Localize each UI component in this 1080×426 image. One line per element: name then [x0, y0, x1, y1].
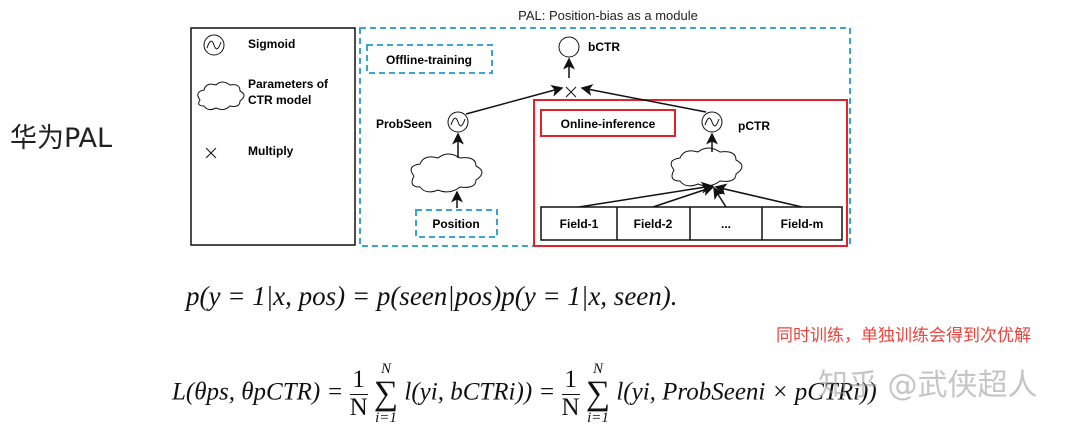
bctr-node [558, 36, 580, 58]
watermark: 知乎 @武侠超人 [818, 368, 1038, 403]
position-box [415, 209, 498, 238]
fields-row [540, 206, 843, 241]
field-1: Field-1 [560, 217, 599, 231]
side-label: 华为PAL [10, 123, 113, 154]
online-inference-label: Online-inference [561, 117, 656, 131]
online-region-box [533, 99, 848, 247]
annotation-note: 同时训练，单独训练会得到次优解 [776, 326, 1031, 346]
probseen-label: ProbSeen [376, 117, 432, 131]
field-ellipsis: ... [721, 217, 731, 231]
offline-training-box [366, 44, 493, 74]
sigmoid-icon [203, 34, 225, 56]
equation-1: p(y = 1|x, pos) = p(seen|pos)p(y = 1|x, … [186, 281, 678, 311]
probseen-cloud-icon [410, 153, 483, 193]
eq2-lhs: L(θps, θpCTR) = [172, 378, 344, 406]
eq2-sum-2: N∑i=1 [585, 361, 611, 426]
diagram-title: PAL: Position-bias as a module [518, 8, 698, 23]
legend-params-2: CTR model [248, 93, 311, 107]
multiply-node [565, 86, 577, 98]
legend-params-1: Parameters of [248, 77, 329, 91]
legend-multiply: Multiply [248, 144, 294, 158]
online-inference-box [540, 109, 676, 137]
position-label: Position [432, 217, 479, 231]
multiply-icon [205, 147, 217, 159]
field-m: Field-m [781, 217, 824, 231]
eq2-rhs: l(yi, ProbSeeni × pCTRi)) [616, 378, 877, 406]
offline-training-label: Offline-training [386, 53, 472, 67]
pctr-sigmoid-icon [701, 111, 723, 133]
eq2-sum-1: N∑i=1 [373, 361, 399, 426]
legend-sigmoid: Sigmoid [248, 37, 295, 51]
cloud-icon [197, 81, 245, 111]
pctr-cloud-icon [670, 147, 743, 187]
bctr-label: bCTR [588, 40, 620, 54]
field-2: Field-2 [634, 217, 673, 231]
pctr-label: pCTR [738, 119, 770, 133]
pal-diagram: PAL: Position-bias as a module Sigmoid P… [190, 8, 851, 247]
eq2-mid: l(yi, bCTRi)) = [404, 378, 556, 406]
legend-box [190, 27, 356, 246]
probseen-sigmoid-icon [447, 111, 469, 133]
